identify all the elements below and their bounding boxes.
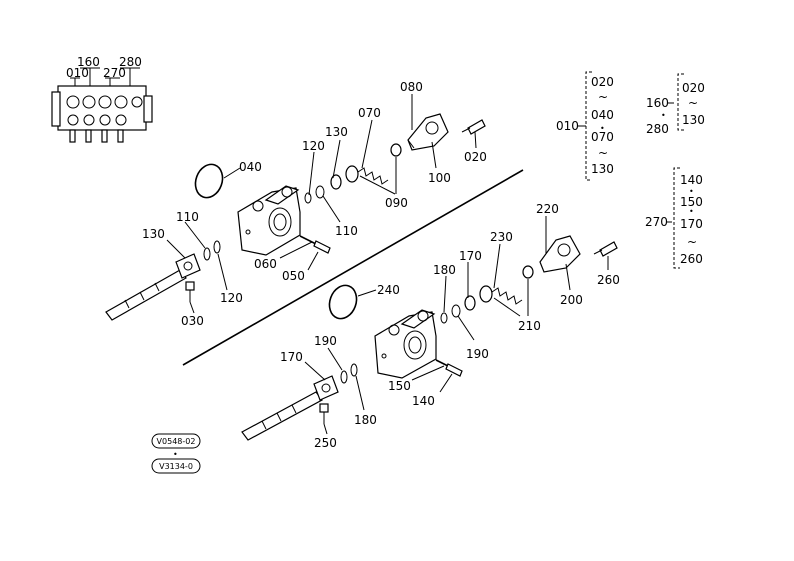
label-190-right: 190 [466, 347, 489, 361]
label-180-lower: 180 [354, 413, 377, 427]
label-260: 260 [597, 273, 620, 287]
svg-text:•: • [661, 111, 666, 120]
group-270-item-1: 150 [680, 195, 703, 209]
o-ring-040 [194, 163, 224, 199]
spring-230 [491, 287, 523, 305]
upper-valve-section [105, 113, 486, 321]
group-160-item-1: 130 [682, 113, 705, 127]
group-160-item-0: 020 [682, 81, 705, 95]
svg-text:•: • [689, 187, 694, 196]
label-110-right: 110 [335, 224, 358, 238]
thumb-label-010: 010 [66, 66, 89, 80]
label-130-upper: 130 [325, 125, 348, 139]
group-010-label: 010 [556, 119, 579, 133]
label-020: 020 [464, 150, 487, 164]
serial-badge-1 [151, 458, 201, 474]
group-010: 010 020 ~ 040 • 070 ~ 130 [556, 71, 614, 181]
serial-badge-0 [151, 433, 201, 449]
label-230: 230 [490, 230, 513, 244]
svg-text:~: ~ [598, 90, 608, 104]
label-180-upper: 180 [433, 263, 456, 277]
label-220: 220 [536, 202, 559, 216]
svg-text:•: • [600, 124, 605, 133]
group-270: 270 140 • 150 • 170 ~ 260 [645, 167, 703, 269]
label-110-left: 110 [176, 210, 199, 224]
serial-badge-1-text: V3134-0 [159, 462, 193, 471]
label-240: 240 [377, 283, 400, 297]
svg-text:~: ~ [687, 235, 697, 249]
label-150: 150 [388, 379, 411, 393]
spool-upper [105, 269, 187, 321]
group-270-item-2: 170 [680, 217, 703, 231]
serial-badge-0-text: V0548-02 [157, 437, 196, 446]
spool-cap-lower [313, 375, 339, 401]
label-050: 050 [282, 269, 305, 283]
label-030: 030 [181, 314, 204, 328]
group-270-item-0: 140 [680, 173, 703, 187]
lower-valve-section [241, 235, 618, 441]
svg-text:~: ~ [598, 146, 608, 160]
label-210: 210 [518, 319, 541, 333]
label-250: 250 [314, 436, 337, 450]
valve-body-lower [374, 311, 437, 379]
thumb-label-280: 280 [119, 55, 142, 69]
group-270-item-3: 260 [680, 252, 703, 266]
group-160-label: 160 [646, 96, 669, 110]
label-190-left: 190 [314, 334, 337, 348]
group-280-label: 280 [646, 122, 669, 136]
label-040: 040 [239, 160, 262, 174]
label-070: 070 [358, 106, 381, 120]
label-080: 080 [400, 80, 423, 94]
label-200: 200 [560, 293, 583, 307]
label-170-left: 170 [280, 350, 303, 364]
svg-text:~: ~ [688, 96, 698, 110]
valve-assembly-thumbnail [51, 67, 153, 143]
label-090: 090 [385, 196, 408, 210]
label-100: 100 [428, 171, 451, 185]
group-010-item-1: 040 [591, 108, 614, 122]
section-divider [182, 169, 524, 366]
serial-badges: V0548-02 • V3134-0 [151, 433, 201, 474]
label-140: 140 [412, 394, 435, 408]
spring-070 [357, 167, 389, 185]
label-120-upper: 120 [302, 139, 325, 153]
label-060: 060 [254, 257, 277, 271]
o-ring-240 [328, 284, 358, 320]
group-010-item-0: 020 [591, 75, 614, 89]
group-010-item-3: 130 [591, 162, 614, 176]
spool-lower [241, 391, 323, 441]
svg-text:•: • [689, 207, 694, 216]
label-170-upper: 170 [459, 249, 482, 263]
thumb-label-270: 270 [103, 66, 126, 80]
label-130-left: 130 [142, 227, 165, 241]
group-270-label: 270 [645, 215, 668, 229]
thumb-label-160: 160 [77, 55, 100, 69]
svg-text:•: • [173, 450, 178, 459]
spool-cap-upper [175, 253, 201, 279]
group-160-280: 160 • 280 020 ~ 130 [646, 73, 705, 136]
group-010-item-2: 070 [591, 130, 614, 144]
label-120-lower: 120 [220, 291, 243, 305]
